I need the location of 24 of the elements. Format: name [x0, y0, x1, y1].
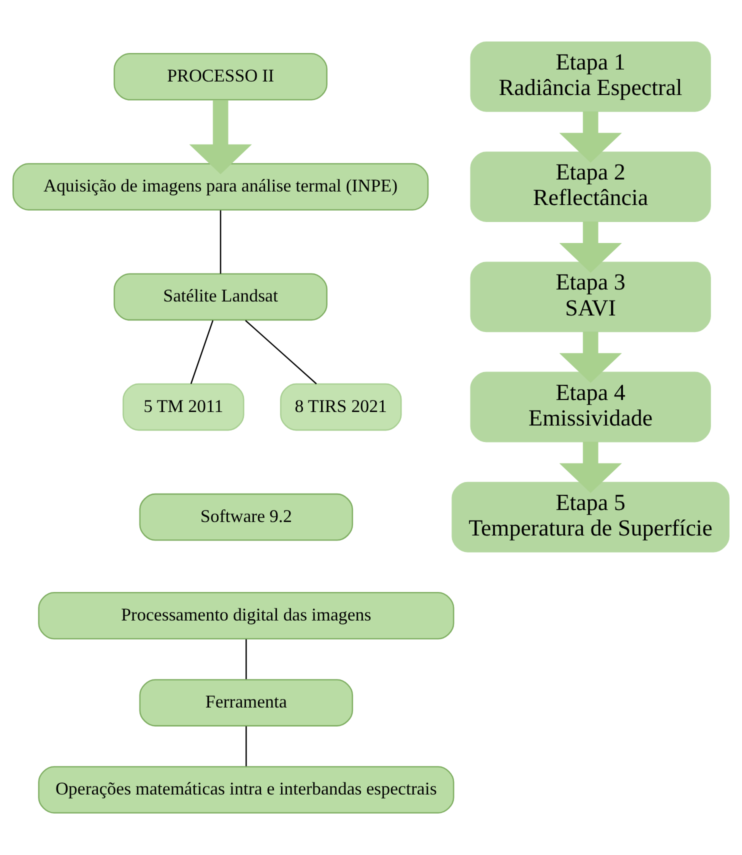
- node-box: Satélite Landsat: [114, 273, 328, 321]
- connector: [190, 320, 214, 384]
- connector: [246, 639, 247, 680]
- connector: [245, 320, 317, 384]
- node-box: Etapa 4 Emissividade: [470, 372, 711, 442]
- node-box: Ferramenta: [139, 679, 354, 726]
- node-box: 5 TM 2011: [122, 383, 244, 431]
- node-box: PROCESSO II: [114, 53, 328, 100]
- node-box: Etapa 3 SAVI: [470, 262, 711, 332]
- arrow: [559, 222, 622, 273]
- node-box: Etapa 2 Reflectância: [470, 152, 711, 222]
- node-box: Operações matemáticas intra e interbandas espectrais: [38, 766, 454, 814]
- arrow: [559, 111, 622, 163]
- node-box: Etapa 5 Temperatura de Superfície: [452, 482, 730, 552]
- arrow: [189, 100, 252, 174]
- arrow: [559, 332, 622, 383]
- node-box: Processamento digital das imagens: [38, 592, 454, 640]
- arrow: [559, 442, 622, 494]
- node-box: Aquisição de imagens para análise termal (INPE): [12, 163, 429, 210]
- node-box: Software 9.2: [139, 493, 354, 541]
- connector: [220, 210, 222, 274]
- node-box: 8 TIRS 2021: [280, 383, 402, 431]
- node-box: Etapa 1 Radiância Espectral: [470, 41, 711, 112]
- connector: [246, 726, 247, 766]
